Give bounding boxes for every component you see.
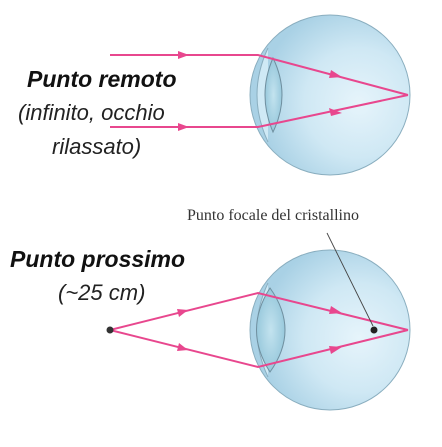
top-ray-arrows — [178, 51, 342, 131]
far-point-title: Punto remoto — [27, 66, 177, 92]
top-lens — [264, 56, 283, 134]
focal-point-label: Punto focale del cristallino — [187, 207, 359, 224]
bottom-ray-upper-inner-arrow — [329, 306, 342, 314]
top-ray-upper-arrow — [178, 51, 189, 59]
bottom-ray-upper-arrow — [177, 309, 188, 317]
near-point-title: Punto prossimo — [10, 246, 186, 272]
bottom-eyeball — [249, 249, 411, 411]
top-eye — [249, 14, 411, 176]
top-ray-lower — [110, 94, 409, 128]
bottom-rays — [109, 291, 409, 369]
bottom-ray-lower — [109, 329, 409, 369]
top-cornea — [256, 47, 269, 143]
far-point-subtitle-line1: (infinito, occhio — [18, 100, 165, 125]
far-point-subtitle-line2: rilassato) — [52, 134, 142, 159]
bottom-eye — [249, 249, 411, 411]
top-rays — [110, 54, 409, 128]
bottom-ray-arrows — [177, 306, 342, 354]
top-eyeball — [249, 14, 411, 176]
bottom-ray-upper — [109, 291, 409, 331]
bottom-lens — [256, 287, 286, 373]
top-ray-lower-arrow — [178, 123, 189, 131]
bottom-ray-lower-inner-arrow — [329, 346, 342, 354]
top-ray-lower-inner-arrow — [329, 108, 342, 116]
top-ray-upper — [110, 54, 409, 96]
near-object-point — [106, 326, 114, 334]
bottom-ray-lower-arrow — [177, 343, 188, 351]
lens-focal-point — [370, 326, 378, 334]
near-point-subtitle: (~25 cm) — [58, 280, 146, 305]
focal-leader-line — [326, 232, 374, 327]
top-ray-upper-inner-arrow — [329, 70, 342, 78]
